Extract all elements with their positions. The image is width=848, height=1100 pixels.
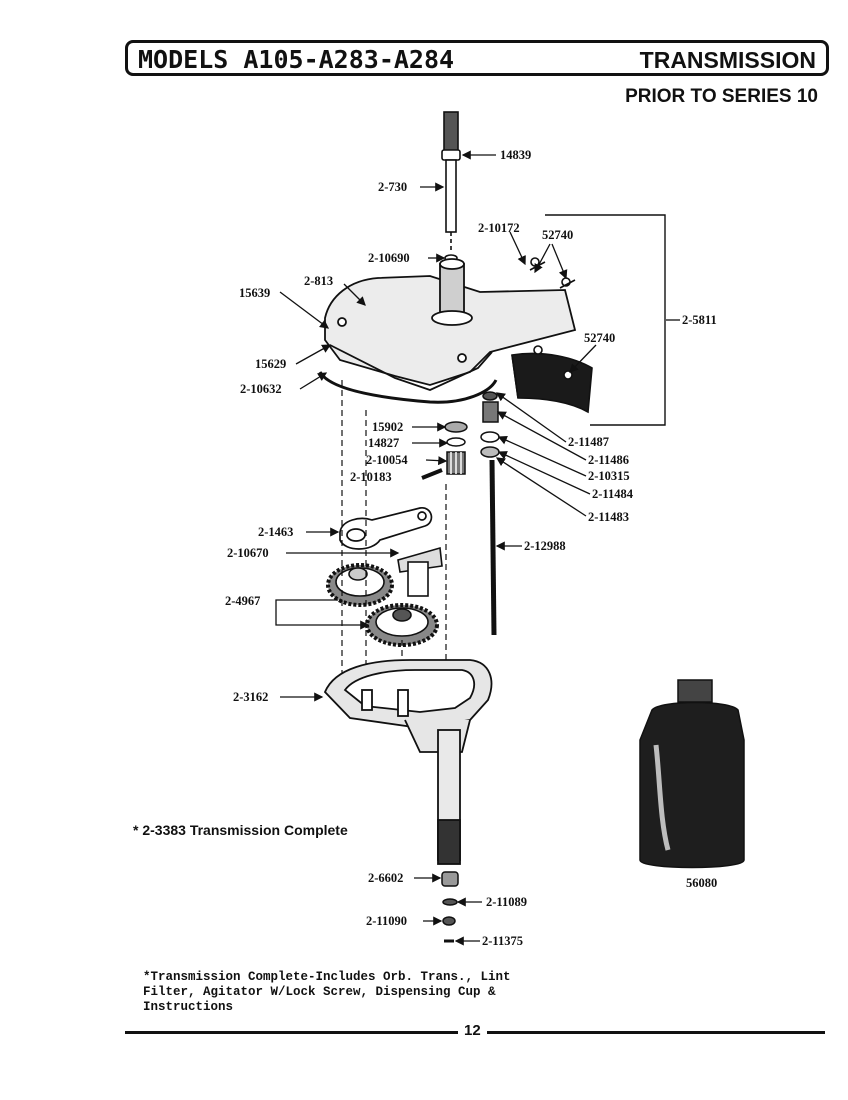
section-title: TRANSMISSION [639, 47, 816, 73]
part-label: 2-3162 [233, 690, 268, 704]
part-label: 2-10690 [368, 251, 410, 265]
assembly-bracket [545, 214, 666, 426]
part-label: 15902 [372, 420, 403, 434]
part-label: 2-10315 [588, 469, 630, 483]
part-label: 15629 [255, 357, 286, 371]
crank-arm [339, 507, 433, 550]
page-number: 12 [458, 1022, 487, 1039]
transmission-case [323, 659, 493, 865]
part-label: 2-10172 [478, 221, 520, 235]
part-label: 2-11486 [588, 453, 629, 467]
part-label: 2-10670 [227, 546, 269, 560]
part-label: 14827 [368, 436, 399, 450]
part-label: 2-10054 [366, 453, 408, 467]
part-label: 52740 [584, 331, 615, 345]
part-label: 2-10632 [240, 382, 282, 396]
upper-drive-gear [326, 563, 394, 607]
part-label: 2-730 [378, 180, 407, 194]
part-label: 52740 [542, 228, 573, 242]
part-label: 2-11484 [592, 487, 634, 501]
leader-brackets [275, 319, 680, 626]
pinion-shaft-stack [480, 391, 500, 636]
pinion-stack [421, 421, 468, 480]
part-label: 2-813 [304, 274, 333, 288]
part-label: 2-10183 [350, 470, 392, 484]
part-label: 56080 [686, 876, 717, 890]
part-label: 2-11483 [588, 510, 629, 524]
lower-drive-gear [365, 603, 439, 647]
part-label: 2-4967 [225, 594, 260, 608]
leader-lines [279, 150, 597, 946]
agitator-shaft [441, 111, 461, 262]
models-title: MODELS A105-A283-A284 [138, 45, 455, 74]
sector-gear [397, 546, 443, 597]
part-label: 2-1463 [258, 525, 293, 539]
bottom-parts [441, 871, 459, 943]
part-label: 2-11375 [482, 934, 523, 948]
series-subtitle: PRIOR TO SERIES 10 [625, 86, 818, 107]
header-box: MODELS A105-A283-A284 TRANSMISSION [125, 40, 829, 76]
part-label: 2-6602 [368, 871, 403, 885]
part-label: 2-11089 [486, 895, 527, 909]
transmission-complete-note: * 2-3383 Transmission Complete [133, 822, 348, 838]
part-label: 2-11487 [568, 435, 609, 449]
part-label: 2-11090 [366, 914, 407, 928]
oil-bottle [639, 679, 745, 869]
transmission-cover [318, 258, 577, 404]
part-label: 2-12988 [524, 539, 566, 553]
part-label: 2-5811 [682, 313, 717, 327]
part-label: 15639 [239, 286, 270, 300]
part-label: 14839 [500, 148, 531, 162]
footnote: *Transmission Complete-Includes Orb. Tra… [143, 970, 511, 1014]
